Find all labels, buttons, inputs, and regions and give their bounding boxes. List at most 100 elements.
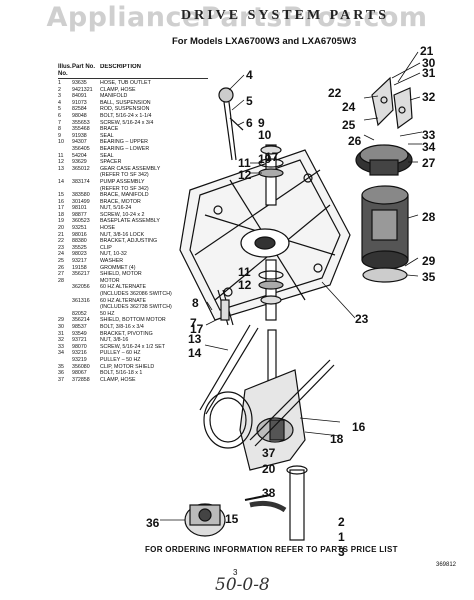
description: 60 HZ ALTERNATE [100,297,147,304]
description: BEARING – LOWER [100,145,150,152]
callout-label: 12 [238,278,252,292]
callout-label: 14 [188,346,202,360]
suspension-rod-upper [218,87,244,161]
illus-no: 19 [58,218,64,225]
illus-no: 4 [58,99,61,106]
callout-label: 17 [190,322,204,336]
callout-label: 28 [422,210,436,224]
illus-no: 12 [58,159,64,166]
description: WASHER [100,258,124,265]
description: PULLEY – 60 HZ [100,350,141,357]
part-no: 356405 [72,145,90,152]
description: CLAMP, HOSE [100,86,136,93]
page-number: 3 [233,568,238,577]
callout-label: 35 [422,270,436,284]
description: SCREW, 5/16-24 x 1/2 SET [100,343,166,350]
callout-label: 23 [355,312,369,326]
illus-no: 8 [58,126,61,133]
description: SCREW, 10-24 x 2 [100,211,145,218]
illus-no: 35 [58,363,64,370]
part-no: 98067 [72,370,87,377]
part-no: 383580 [72,192,90,199]
motor [361,185,409,270]
callout-label: 7 [190,316,197,330]
callout-label: 11 [238,265,251,279]
callout-label: 34 [422,140,436,154]
suspension-rod-lower [217,289,234,326]
illus-no: 11 [58,152,64,159]
description: CLIP [100,244,112,251]
callout-label: 32 [422,90,436,104]
description: ROD, SUSPENSION [100,106,150,113]
part-no: 372858 [72,376,90,383]
illus-no: 2 [58,86,61,93]
illus-no: 29 [58,317,64,324]
part-no: 98877 [72,211,87,218]
callout-label: 10 [258,128,272,142]
handwritten-note: 50-0-8 [215,575,270,595]
part-no: 98048 [72,112,87,119]
description: (INCLUDES 362738 SWITCH) [100,304,172,311]
illus-no: 1 [58,80,61,86]
description: SEAL [100,152,114,159]
callout-label: 11 [238,156,251,170]
callout-label: 22 [328,86,342,100]
callout-label: 27 [422,156,436,170]
illus-no: 24 [58,251,64,258]
description: BRACE, MOTOR [100,198,141,205]
motor-shield [355,144,413,176]
part-no: 383174 [72,178,90,185]
callout-label: 37 [262,446,276,460]
part-no: 98101 [72,205,87,212]
illus-no: 22 [58,238,64,245]
part-no: 93549 [72,330,87,337]
description: GROMMET (4) [100,264,136,271]
callout-label: 24 [342,100,356,114]
callout-label: 13 [188,332,202,346]
description: MANIFOLD [100,93,128,100]
part-no: 91938 [72,132,87,139]
part-no: 93629 [72,159,87,166]
part-no: 82584 [72,106,87,113]
description: CLAMP, HOSE [100,376,136,383]
part-no: 19158 [72,264,87,271]
illus-no: 25 [58,258,64,265]
illus-no: 34 [58,350,64,357]
description: BASEPLATE ASSEMBLY [100,218,160,225]
illus-no: 14 [58,178,64,185]
illus-no: 18 [58,211,64,218]
part-no: 360523 [72,218,90,225]
upper-seal-stack [258,144,284,206]
illus-no: 6 [58,112,61,119]
illus-no: 32 [58,337,64,344]
callout-label: 38 [262,486,276,500]
illus-no: 27 [58,271,64,278]
callout-label: 5 [246,94,253,108]
description: HOSE [100,225,116,232]
part-no: 93251 [72,225,87,232]
part-no: 98023 [72,251,87,258]
illus-no: 13 [58,165,64,172]
description: SPACER [100,159,122,166]
description: (REFER TO SF 342) [100,172,149,179]
illus-no: 17 [58,205,64,212]
callout-label: 4 [246,68,253,82]
part-no: 93635 [72,80,87,86]
description: BOLT, 3/8-16 x 3/4 [100,323,144,330]
illus-no: 36 [58,370,64,377]
description: (REFER TO SF 342) [100,185,149,192]
parts-table-header: Illus. No. Part No. DESCRIPTION [58,64,208,79]
